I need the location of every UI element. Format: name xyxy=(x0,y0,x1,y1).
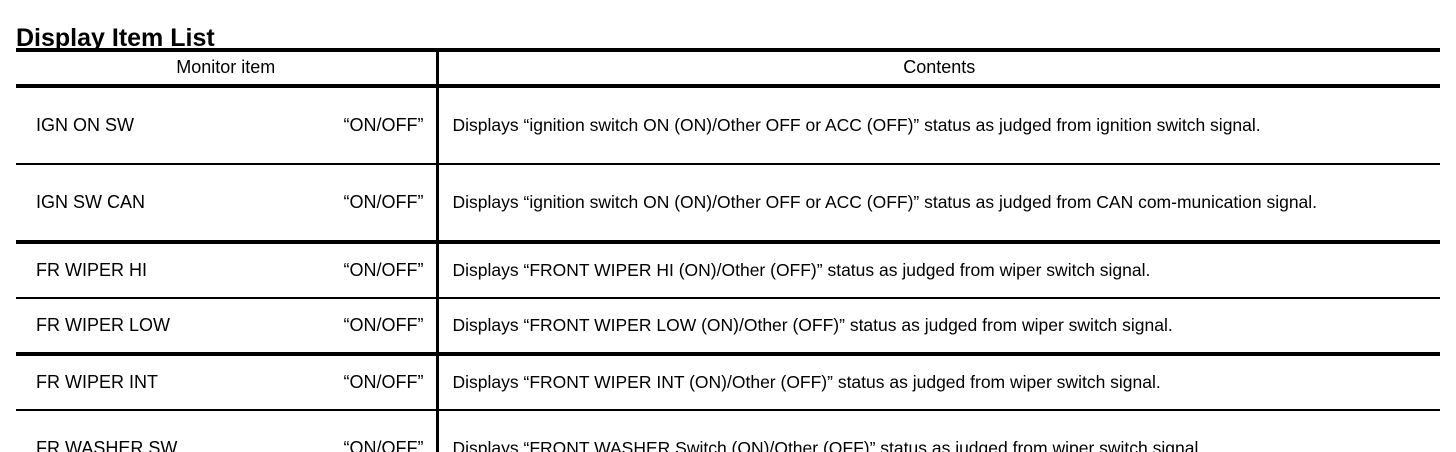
table-row: FR WASHER SW “ON/OFF” Displays “FRONT WA… xyxy=(16,410,1440,452)
monitor-item-value: “ON/OFF” xyxy=(343,191,424,212)
monitor-item-name: FR WIPER LOW xyxy=(36,314,170,335)
table-body: IGN ON SW “ON/OFF” Displays “ignition sw… xyxy=(16,86,1440,452)
display-item-list-table-wrapper: Monitor item Contents IGN ON SW “ON/OFF”… xyxy=(16,48,1440,452)
monitor-item-name: FR WIPER HI xyxy=(36,259,147,280)
cell-contents: Displays “FRONT WIPER LOW (ON)/Other (OF… xyxy=(435,298,1440,354)
display-item-list-table: Monitor item Contents IGN ON SW “ON/OFF”… xyxy=(16,48,1440,452)
table-row: FR WIPER INT “ON/OFF” Displays “FRONT WI… xyxy=(16,354,1440,410)
cell-contents: Displays “ignition switch ON (ON)/Other … xyxy=(435,86,1440,164)
cell-monitor-item: IGN ON SW “ON/OFF” xyxy=(16,86,437,164)
monitor-item-name: FR WASHER SW xyxy=(36,437,178,452)
monitor-item-name: IGN ON SW xyxy=(36,114,134,135)
column-header-monitor-item: Monitor item xyxy=(176,57,276,77)
cell-monitor-item: FR WIPER HI “ON/OFF” xyxy=(16,242,437,298)
monitor-item-value: “ON/OFF” xyxy=(343,114,424,135)
cell-contents: Displays “FRONT WASHER Switch (ON)/Other… xyxy=(435,410,1440,452)
monitor-item-value: “ON/OFF” xyxy=(343,371,424,392)
table-row: FR WIPER LOW “ON/OFF” Displays “FRONT WI… xyxy=(16,298,1440,354)
cell-monitor-item: FR WIPER LOW “ON/OFF” xyxy=(16,298,437,354)
table-row: IGN ON SW “ON/OFF” Displays “ignition sw… xyxy=(16,86,1440,164)
cell-monitor-item: IGN SW CAN “ON/OFF” xyxy=(16,164,437,242)
column-header-contents: Contents xyxy=(435,50,1440,86)
table-header-row: Monitor item Contents xyxy=(16,50,1440,86)
cell-contents: Displays “FRONT WIPER INT (ON)/Other (OF… xyxy=(435,354,1440,410)
monitor-item-name: IGN SW CAN xyxy=(36,191,146,212)
table-header: Monitor item Contents xyxy=(16,50,1440,86)
monitor-item-value: “ON/OFF” xyxy=(343,314,424,335)
monitor-item-name: FR WIPER INT xyxy=(36,371,158,392)
monitor-item-value: “ON/OFF” xyxy=(343,437,424,452)
page-title: Display Item List xyxy=(16,23,215,52)
cell-contents: Displays “FRONT WIPER HI (ON)/Other (OFF… xyxy=(435,242,1440,298)
cell-contents: Displays “ignition switch ON (ON)/Other … xyxy=(435,164,1440,242)
table-row: IGN SW CAN “ON/OFF” Displays “ignition s… xyxy=(16,164,1440,242)
table-row: FR WIPER HI “ON/OFF” Displays “FRONT WIP… xyxy=(16,242,1440,298)
monitor-item-value: “ON/OFF” xyxy=(343,259,424,280)
cell-monitor-item: FR WIPER INT “ON/OFF” xyxy=(16,354,437,410)
cell-monitor-item: FR WASHER SW “ON/OFF” xyxy=(16,410,437,452)
